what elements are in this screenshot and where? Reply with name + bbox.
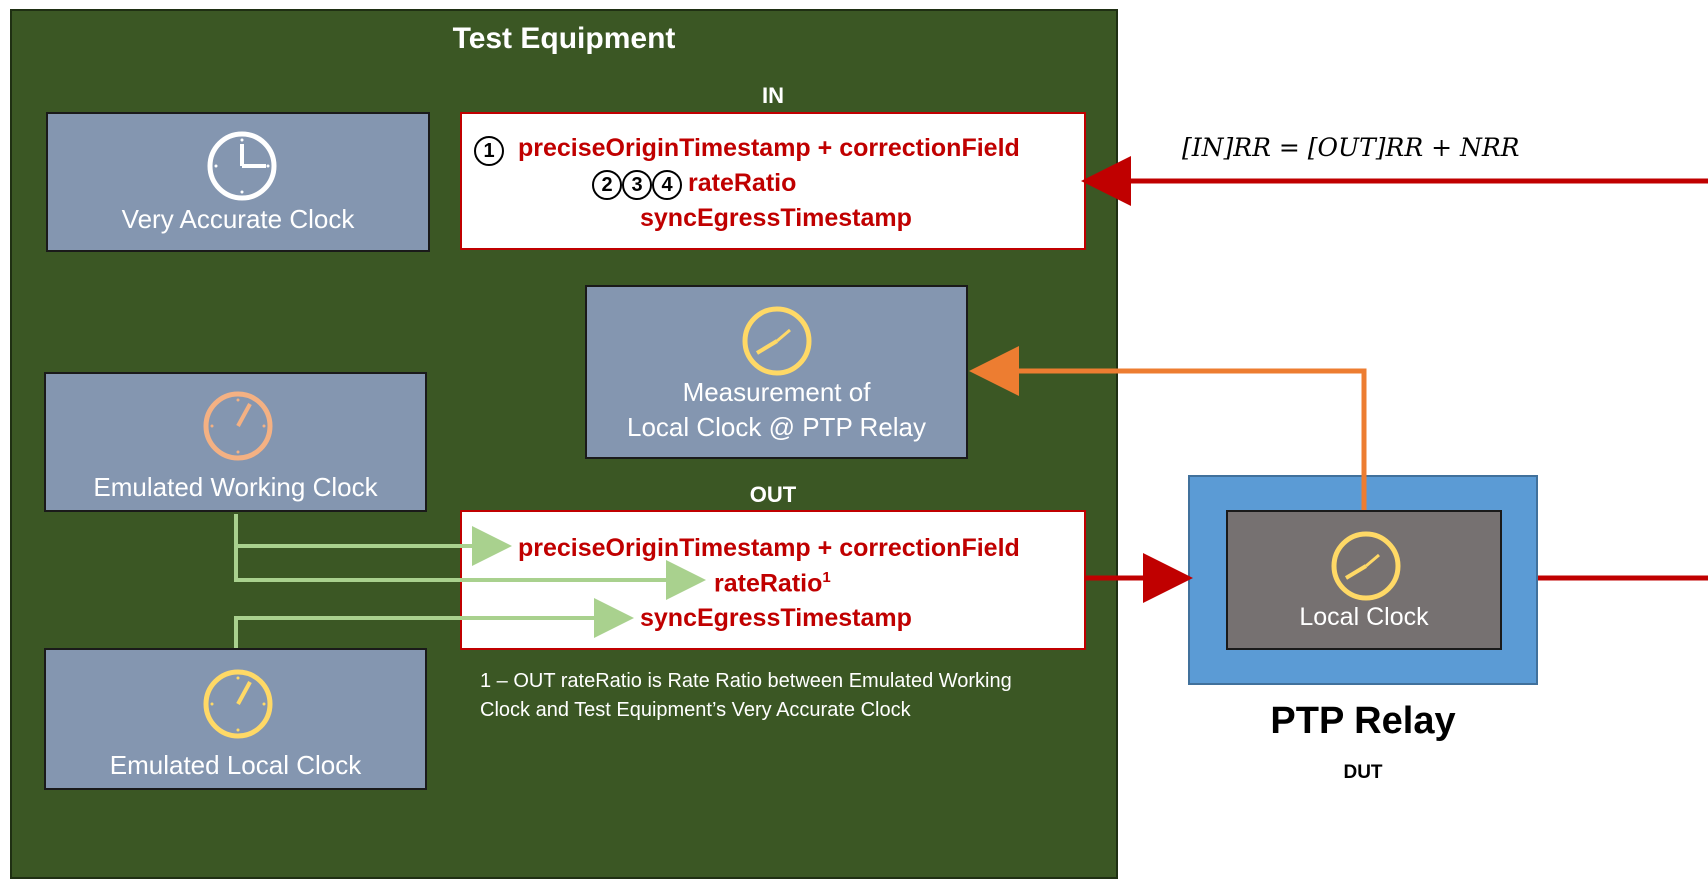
emulated-working-clock-label: Emulated Working Clock: [93, 472, 378, 502]
step-marker-3: 3: [622, 170, 652, 200]
in-header: IN: [762, 83, 784, 108]
clock-icon: [1331, 531, 1401, 601]
out-message-box: preciseOriginTimestamp + correctionField…: [460, 510, 1086, 650]
rate-ratio-equation: [IN]RR = [OUT]RR + NRR: [1182, 133, 1520, 162]
local-clock-label: Local Clock: [1299, 603, 1429, 631]
clock-icon: [207, 131, 277, 201]
out-line2-sup: 1: [822, 569, 831, 586]
in-line1: preciseOriginTimestamp + correctionField: [518, 134, 1020, 162]
step-marker-4: 4: [652, 170, 682, 200]
footnote-line1: 1 – OUT rateRatio is Rate Ratio between …: [480, 670, 1012, 692]
in-line3: syncEgressTimestamp: [640, 204, 912, 232]
measurement-label-line1: Measurement of: [682, 377, 871, 407]
emulated-local-clock-label: Emulated Local Clock: [109, 750, 362, 780]
footnote-line2: Clock and Test Equipment’s Very Accurate…: [480, 699, 911, 721]
out-line3: syncEgressTimestamp: [640, 604, 912, 632]
emulated-working-clock-box: Emulated Working Clock: [44, 372, 427, 512]
very-accurate-clock-label: Very Accurate Clock: [121, 204, 355, 234]
out-line2-text: rateRatio: [714, 569, 823, 598]
clock-icon: [742, 306, 812, 376]
step-marker-2: 2: [592, 170, 622, 200]
out-line1: preciseOriginTimestamp + correctionField: [518, 534, 1020, 562]
step-marker-1: 1: [474, 136, 504, 166]
in-message-box: 1 preciseOriginTimestamp + correctionFie…: [460, 112, 1086, 250]
test-equipment-title: Test Equipment: [452, 22, 676, 55]
measurement-label-line2: Local Clock @ PTP Relay: [626, 412, 927, 442]
very-accurate-clock-box: Very Accurate Clock: [46, 112, 430, 252]
out-line2: rateRatio1: [714, 569, 831, 598]
measurement-clock-box: Measurement of Local Clock @ PTP Relay: [585, 285, 968, 459]
ptp-relay-subtitle: DUT: [1343, 762, 1383, 783]
out-header: OUT: [749, 482, 797, 507]
ptp-relay-inner: Local Clock: [1226, 510, 1502, 650]
in-line2: rateRatio: [688, 169, 797, 197]
clock-icon: [203, 391, 273, 461]
clock-icon: [203, 669, 273, 739]
emulated-local-clock-box: Emulated Local Clock: [44, 648, 427, 790]
ptp-relay-title: PTP Relay: [1270, 700, 1456, 742]
